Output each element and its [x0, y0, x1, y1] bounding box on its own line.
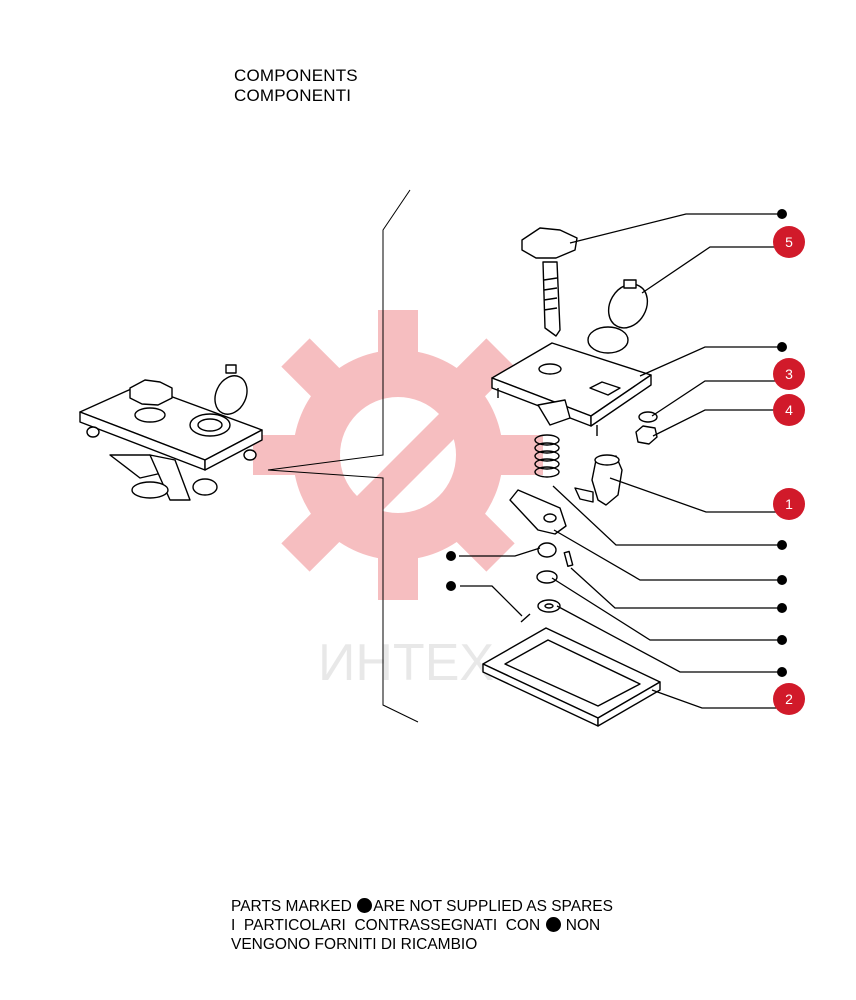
callout-number: 1 — [785, 496, 793, 512]
title-italian: COMPONENTI — [234, 86, 352, 105]
note-line-1-start: PARTS MARKED — [231, 898, 357, 915]
callout-4[interactable]: 4 — [773, 394, 805, 426]
black-dot-icon — [357, 898, 373, 913]
marker-dot — [777, 603, 787, 613]
callout-2[interactable]: 2 — [773, 683, 805, 715]
knob — [521, 227, 578, 259]
marker-dot — [777, 342, 787, 352]
callout-number: 5 — [785, 234, 793, 250]
marker-dot — [777, 540, 787, 550]
spares-note: PARTS MARKED ARE NOT SUPPLIED AS SPARES … — [231, 897, 613, 954]
marker-dot — [446, 581, 456, 591]
assembled-unit-illustration — [79, 364, 263, 501]
callout-number: 3 — [785, 366, 793, 382]
watermark-text: ИНТЕХ — [318, 634, 494, 692]
callout-number: 2 — [785, 691, 793, 707]
zoom-outline — [267, 189, 419, 723]
not-supplied-markers — [446, 209, 787, 677]
leader-lines — [459, 213, 778, 709]
marker-dot — [777, 575, 787, 585]
note-line-1: PARTS MARKED ARE NOT SUPPLIED AS SPARES — [231, 897, 613, 916]
marker-dot — [777, 667, 787, 677]
callout-number: 4 — [785, 402, 793, 418]
note-line-2-end: NON — [561, 917, 601, 934]
black-dot-icon — [545, 917, 561, 932]
note-line-2-start: I PARTICOLARI CONTRASSEGNATI CON — [231, 917, 545, 934]
note-line-2: I PARTICOLARI CONTRASSEGNATI CON NON — [231, 916, 613, 935]
diagram-heading: COMPONENTS COMPONENTI — [234, 66, 358, 106]
watermark-gear-icon — [253, 310, 543, 600]
watermark: ИНТЕХ — [253, 310, 543, 692]
note-line-3: VENGONO FORNITI DI RICAMBIO — [231, 936, 478, 953]
exploded-parts-illustration — [482, 227, 661, 727]
callout-5[interactable]: 5 — [773, 226, 805, 258]
marker-dot — [777, 635, 787, 645]
marker-dot — [777, 209, 787, 219]
marker-dot — [446, 551, 456, 561]
note-line-1-end: ARE NOT SUPPLIED AS SPARES — [373, 898, 613, 915]
callout-1[interactable]: 1 — [773, 488, 805, 520]
title-english: COMPONENTS — [234, 66, 358, 85]
callout-3[interactable]: 3 — [773, 358, 805, 390]
